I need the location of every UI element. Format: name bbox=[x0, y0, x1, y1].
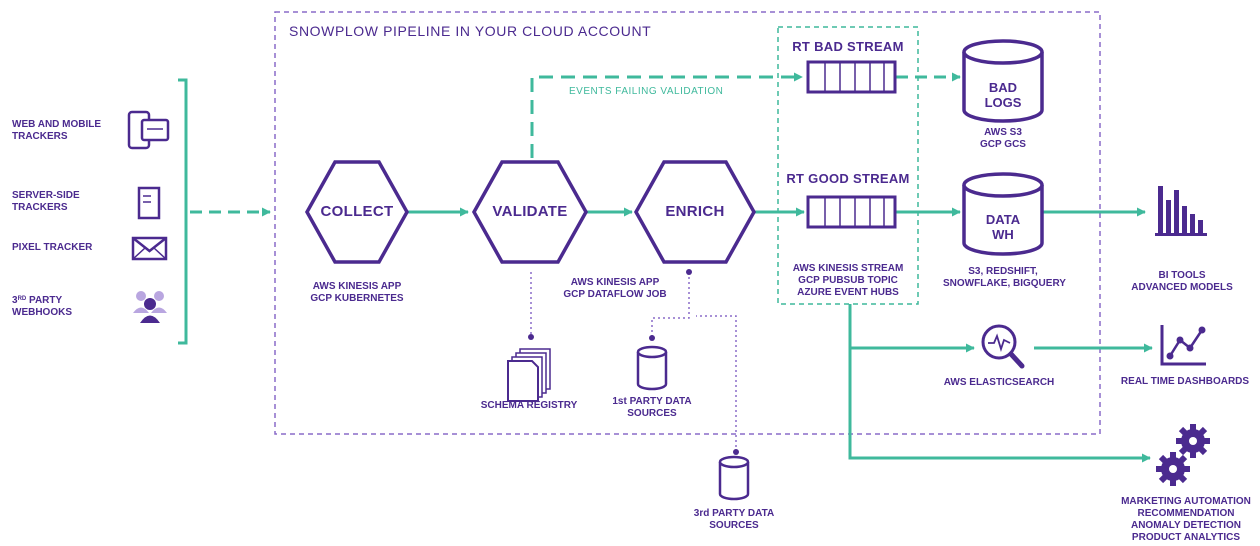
good-stream-label: RT GOOD STREAM bbox=[786, 171, 910, 186]
bad-logs-label: BAD LOGS bbox=[984, 80, 1022, 110]
bad-stream-queue bbox=[806, 60, 897, 94]
sources-bracket bbox=[178, 78, 188, 345]
third-party-connector-dot bbox=[733, 449, 739, 455]
data-wh-cylinder bbox=[962, 172, 1044, 256]
source-web-mobile-label: WEB AND MOBILE TRACKERS bbox=[12, 119, 102, 142]
collect-label: COLLECT bbox=[320, 203, 394, 220]
pipeline-title: SNOWPLOW PIPELINE IN YOUR CLOUD ACCOUNT bbox=[289, 23, 652, 39]
stream-region bbox=[777, 26, 919, 305]
third-party-db-icon bbox=[718, 455, 750, 501]
server-icon bbox=[137, 186, 161, 220]
source-webhooks-label: 3RD PARTY WEBHOOKS bbox=[12, 295, 72, 318]
source-server-side-label: SERVER-SIDE TRACKERS bbox=[12, 190, 80, 213]
first-party-connector bbox=[651, 272, 690, 336]
bad-logs-caption: AWS S3 GCP GCS bbox=[980, 127, 1026, 150]
collect-caption: AWS KINESIS APP GCP KUBERNETES bbox=[310, 281, 404, 304]
enrich-label: ENRICH bbox=[665, 203, 725, 220]
flow-good-downstream bbox=[848, 304, 1151, 463]
dashboards-label: REAL TIME DASHBOARDS bbox=[1120, 376, 1250, 387]
enrich-hexagon bbox=[633, 160, 757, 264]
line-chart-icon bbox=[1160, 325, 1206, 366]
third-party-connector bbox=[696, 315, 737, 452]
third-party-label: 3rd PARTY DATA SOURCES bbox=[693, 508, 775, 531]
first-party-connector-dot-end bbox=[649, 335, 655, 341]
validate-hexagon bbox=[471, 160, 589, 264]
validate-enrich-caption: AWS KINESIS APP GCP DATAFLOW JOB bbox=[563, 277, 667, 300]
devices-icon bbox=[127, 110, 170, 150]
envelope-icon bbox=[131, 236, 168, 261]
good-stream-queue bbox=[806, 195, 897, 229]
magnifier-icon bbox=[981, 324, 1025, 369]
stream-caption: AWS KINESIS STREAM GCP PUBSUB TOPIC AZUR… bbox=[792, 263, 904, 298]
pipeline-boundary bbox=[274, 11, 1101, 435]
validate-label: VALIDATE bbox=[492, 203, 568, 220]
schema-docs-icon bbox=[507, 348, 551, 402]
data-wh-label: DATA WH bbox=[985, 212, 1021, 242]
first-party-label: 1st PARTY DATA SOURCES bbox=[612, 396, 692, 419]
source-pixel-label: PIXEL TRACKER bbox=[12, 242, 93, 253]
first-party-connector-dot bbox=[686, 269, 692, 275]
schema-connector-dot bbox=[528, 334, 534, 340]
first-party-db-icon bbox=[636, 345, 668, 391]
gears-icon bbox=[1156, 424, 1210, 486]
data-wh-caption: S3, REDSHIFT, SNOWFLAKE, BIGQUERY bbox=[943, 266, 1066, 289]
bad-logs-cylinder bbox=[962, 39, 1044, 123]
bad-stream-label: RT BAD STREAM bbox=[792, 39, 904, 54]
flow-failing bbox=[530, 72, 803, 158]
failing-validation-label: EVENTS FAILING VALIDATION bbox=[569, 86, 724, 97]
schema-registry-label: SCHEMA REGISTRY bbox=[480, 400, 578, 411]
bar-chart-icon bbox=[1155, 186, 1207, 236]
collect-hexagon bbox=[304, 160, 410, 264]
people-icon bbox=[133, 291, 167, 323]
marketing-label: MARKETING AUTOMATION RECOMMENDATION ANOM… bbox=[1121, 496, 1251, 543]
bi-tools-label: BI TOOLS ADVANCED MODELS bbox=[1131, 270, 1233, 293]
elasticsearch-label: AWS ELASTICSEARCH bbox=[943, 377, 1055, 388]
